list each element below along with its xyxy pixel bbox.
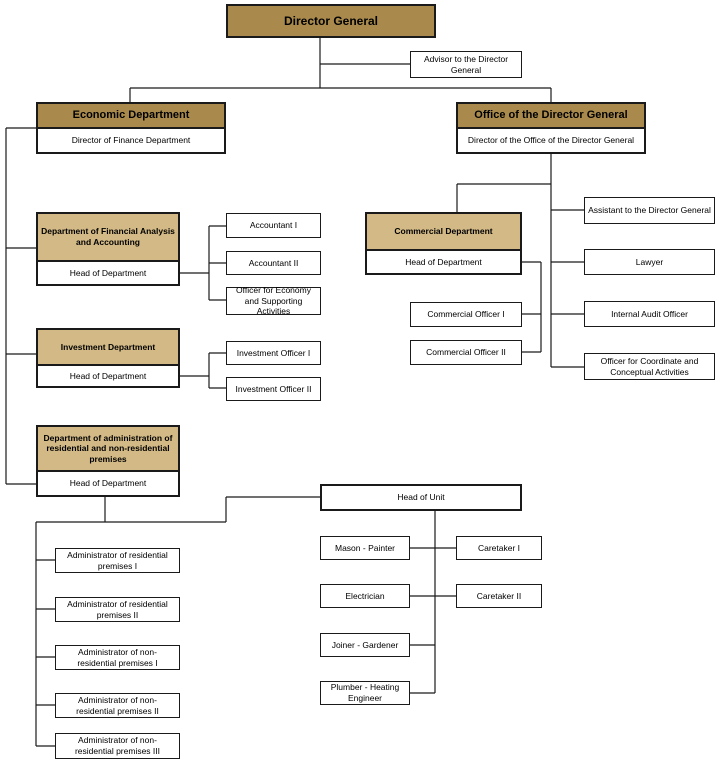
accountant-1-box: Accountant I xyxy=(226,213,321,238)
admin-nonresidential-3-box: Administrator of non-residential premise… xyxy=(55,733,180,759)
internal-audit-box: Internal Audit Officer xyxy=(584,301,715,327)
commercial-header: Commercial Department xyxy=(365,212,522,250)
joiner-gardener-box: Joiner - Gardener xyxy=(320,633,410,657)
financial-analysis-header: Department of Financial Analysis and Acc… xyxy=(36,212,180,261)
director-general-box: Director General xyxy=(226,4,436,38)
electrician-box: Electrician xyxy=(320,584,410,608)
admin-nonresidential-1-box: Administrator of non-residential premise… xyxy=(55,645,180,670)
coordinate-officer-box: Officer for Coordinate and Conceptual Ac… xyxy=(584,353,715,380)
office-dg-header: Office of the Director General xyxy=(456,102,646,128)
investment-officer-2-box: Investment Officer II xyxy=(226,377,321,401)
commercial-head-box: Head of Department xyxy=(365,250,522,275)
head-of-unit-box: Head of Unit xyxy=(320,484,522,511)
accountant-2-box: Accountant II xyxy=(226,251,321,275)
investment-header: Investment Department xyxy=(36,328,180,365)
financial-analysis-head-box: Head of Department xyxy=(36,261,180,286)
lawyer-box: Lawyer xyxy=(584,249,715,275)
mason-painter-box: Mason - Painter xyxy=(320,536,410,560)
director-of-finance-box: Director of Finance Department xyxy=(36,128,226,154)
premises-header: Department of administration of resident… xyxy=(36,425,180,471)
director-of-office-box: Director of the Office of the Director G… xyxy=(456,128,646,154)
assistant-dg-box: Assistant to the Director General xyxy=(584,197,715,224)
admin-residential-2-box: Administrator of residential premises II xyxy=(55,597,180,622)
commercial-officer-2-box: Commercial Officer II xyxy=(410,340,522,365)
caretaker-1-box: Caretaker I xyxy=(456,536,542,560)
economic-department-header: Economic Department xyxy=(36,102,226,128)
premises-head-box: Head of Department xyxy=(36,471,180,497)
plumber-heating-box: Plumber - Heating Engineer xyxy=(320,681,410,705)
admin-residential-1-box: Administrator of residential premises I xyxy=(55,548,180,573)
investment-officer-1-box: Investment Officer I xyxy=(226,341,321,365)
caretaker-2-box: Caretaker II xyxy=(456,584,542,608)
admin-nonresidential-2-box: Administrator of non-residential premise… xyxy=(55,693,180,718)
advisor-box: Advisor to the Director General xyxy=(410,51,522,78)
investment-head-box: Head of Department xyxy=(36,365,180,388)
commercial-officer-1-box: Commercial Officer I xyxy=(410,302,522,327)
economy-officer-box: Officer for Economy and Supporting Activ… xyxy=(226,285,321,316)
